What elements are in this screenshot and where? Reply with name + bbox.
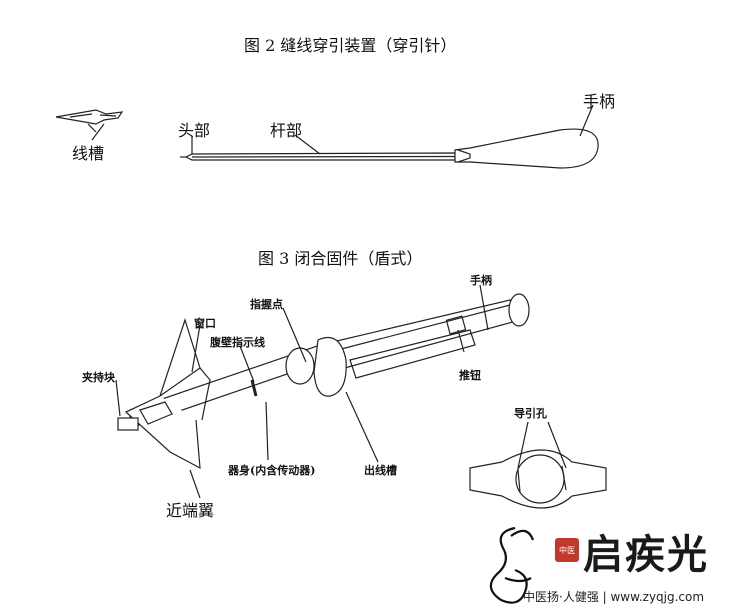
label-body: 器身(内含传动器)	[228, 464, 316, 477]
wall-indicator-marks	[250, 379, 258, 397]
label-wall-indicator: 腹壁指示线	[210, 336, 265, 349]
watermark: 中医 启疾光 中医扬·人健强 | www.zyqjg.com	[475, 518, 733, 610]
label-clamp-block: 夹持块	[82, 371, 115, 384]
label-near-wing: 近端翼	[166, 501, 215, 520]
figure-3-title: 图 3 闭合固件（盾式）	[258, 249, 423, 268]
needle-handle	[454, 128, 599, 169]
thread-groove-inset	[55, 109, 124, 133]
label-window: 窗口	[194, 317, 216, 330]
clamp-frame	[117, 318, 211, 470]
label-outlet-groove: 出线槽	[364, 464, 397, 477]
figure-2-title: 图 2 缝线穿引装置（穿引针）	[244, 36, 457, 55]
needle-shaft	[180, 152, 456, 161]
label-device-handle: 手柄	[470, 274, 492, 287]
watermark-logo-icon	[489, 526, 535, 604]
grip-collar	[285, 336, 347, 397]
label-head: 头部	[178, 121, 211, 140]
handle-tube	[349, 293, 530, 379]
label-grip-point: 指握点	[250, 298, 283, 311]
watermark-brand: 启疾光	[583, 531, 709, 578]
label-needle-handle: 手柄	[583, 92, 616, 111]
label-guide-hole: 导引孔	[514, 407, 547, 420]
label-push-button: 推钮	[459, 369, 481, 382]
label-shaft: 杆部	[270, 121, 303, 140]
guide-hole-detail	[469, 421, 607, 509]
watermark-slogan: 中医扬·人健强 | www.zyqjg.com	[523, 590, 705, 604]
watermark-seal-icon: 中医	[555, 538, 579, 562]
label-thread-groove: 线槽	[72, 144, 105, 163]
